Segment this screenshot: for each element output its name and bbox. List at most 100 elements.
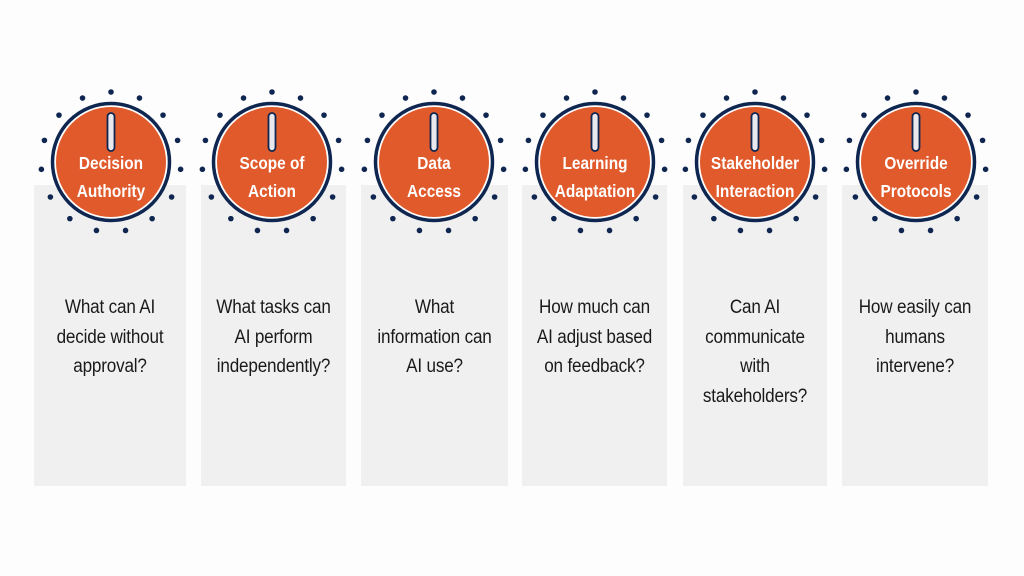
tick-dot xyxy=(682,166,689,173)
tick-dot xyxy=(843,166,850,173)
dial-label: Stakeholder Interaction xyxy=(689,149,821,205)
dial-face xyxy=(217,107,327,217)
tick-dot xyxy=(927,227,934,234)
tick-dot xyxy=(122,227,129,234)
tick-dot xyxy=(551,215,557,222)
tick-dot xyxy=(416,227,423,234)
tick-dot xyxy=(67,215,73,222)
tick-dot xyxy=(208,194,215,200)
tick-dot xyxy=(269,89,275,95)
tick-dot xyxy=(38,166,45,173)
panel-decision-authority: What can AI decide without approval? xyxy=(34,185,186,486)
tick-dot xyxy=(136,95,143,101)
tick-dot xyxy=(321,112,327,118)
tick-dot xyxy=(472,215,478,222)
tick-dot xyxy=(913,89,919,95)
tick-dot xyxy=(563,95,570,101)
tick-dot xyxy=(500,166,507,173)
dial-face xyxy=(861,107,971,217)
tick-dot xyxy=(872,215,878,222)
tick-dot xyxy=(812,194,819,200)
tick-dot xyxy=(361,166,368,173)
dial-label-line2: Protocols xyxy=(880,181,952,201)
dial-label: Learning Adaptation xyxy=(529,149,661,205)
tick-dot xyxy=(240,95,247,101)
dial-label: Scope of Action xyxy=(206,149,338,205)
tick-dot xyxy=(818,137,825,144)
dial-label-line1: Data xyxy=(417,153,451,173)
dial-icon xyxy=(199,89,345,234)
tick-dot xyxy=(297,95,304,101)
tick-dot xyxy=(766,227,773,234)
tick-dot xyxy=(364,137,371,144)
tick-dot xyxy=(884,95,891,101)
question-text: How easily can humans intervene? xyxy=(858,297,972,377)
tick-dot xyxy=(56,112,62,118)
dial-scope-of-action: Scope of Action xyxy=(197,88,347,238)
tick-dot xyxy=(852,194,859,200)
tick-dot xyxy=(199,166,206,173)
tick-dot xyxy=(793,215,799,222)
tick-dot xyxy=(390,215,396,222)
tick-dot xyxy=(445,227,452,234)
tick-dot xyxy=(108,89,114,95)
dial-indicator-icon xyxy=(267,112,277,152)
dial-label-line1: Learning xyxy=(562,153,628,173)
tick-dot xyxy=(737,227,744,234)
dial-icon xyxy=(38,89,184,234)
dial-label: Data Access xyxy=(368,149,500,205)
tick-dot xyxy=(431,89,437,95)
tick-dot xyxy=(577,227,584,234)
tick-dot xyxy=(700,112,706,118)
tick-dot xyxy=(661,166,668,173)
tick-dot xyxy=(658,137,665,144)
tick-dot xyxy=(982,166,989,173)
dial-stakeholder-interaction: Stakeholder Interaction xyxy=(680,88,830,238)
dial-label: Override Protocols xyxy=(850,149,982,205)
tick-dot xyxy=(941,95,948,101)
dial-icon xyxy=(682,89,828,234)
tick-dot xyxy=(685,137,692,144)
dial-learning-adaptation: Learning Adaptation xyxy=(520,88,670,238)
dial-label-line2: Interaction xyxy=(715,181,795,201)
tick-dot xyxy=(483,112,489,118)
tick-dot xyxy=(711,215,717,222)
tick-dot xyxy=(522,166,529,173)
tick-dot xyxy=(497,137,504,144)
tick-dot xyxy=(338,166,345,173)
tick-dot xyxy=(402,95,409,101)
tick-dot xyxy=(283,227,290,234)
dial-indicator-icon xyxy=(750,112,760,152)
dial-label-line2: Authority xyxy=(76,181,146,201)
tick-dot xyxy=(821,166,828,173)
tick-dot xyxy=(310,215,316,222)
dial-label-line1: Scope of xyxy=(239,153,305,173)
tick-dot xyxy=(965,112,971,118)
tick-dot xyxy=(592,89,598,95)
dial-label-line2: Action xyxy=(248,181,296,201)
dial-label-line1: Decision xyxy=(78,153,144,173)
tick-dot xyxy=(723,95,730,101)
tick-dot xyxy=(644,112,650,118)
dial-label-line2: Adaptation xyxy=(554,181,636,201)
panel-stakeholder-interaction: Can AI communicate with stakeholders? xyxy=(683,185,827,486)
dial-indicator-icon xyxy=(429,112,439,152)
panel-scope-of-action: What tasks can AI perform independently? xyxy=(201,185,346,486)
tick-dot xyxy=(168,194,175,200)
tick-dot xyxy=(979,137,986,144)
question-text: What tasks can AI perform independently? xyxy=(216,297,331,377)
dial-face xyxy=(379,107,489,217)
tick-dot xyxy=(202,137,209,144)
tick-dot xyxy=(79,95,86,101)
question-text: What information can AI use? xyxy=(377,297,492,377)
panel-data-access: What information can AI use? xyxy=(361,185,508,486)
tick-dot xyxy=(41,137,48,144)
dial-icon xyxy=(522,89,668,234)
tick-dot xyxy=(954,215,960,222)
tick-dot xyxy=(606,227,613,234)
question-text: How much can AI adjust based on feedback… xyxy=(536,297,653,377)
dial-icon xyxy=(843,89,989,234)
tick-dot xyxy=(652,194,659,200)
tick-dot xyxy=(752,89,758,95)
tick-dot xyxy=(633,215,639,222)
